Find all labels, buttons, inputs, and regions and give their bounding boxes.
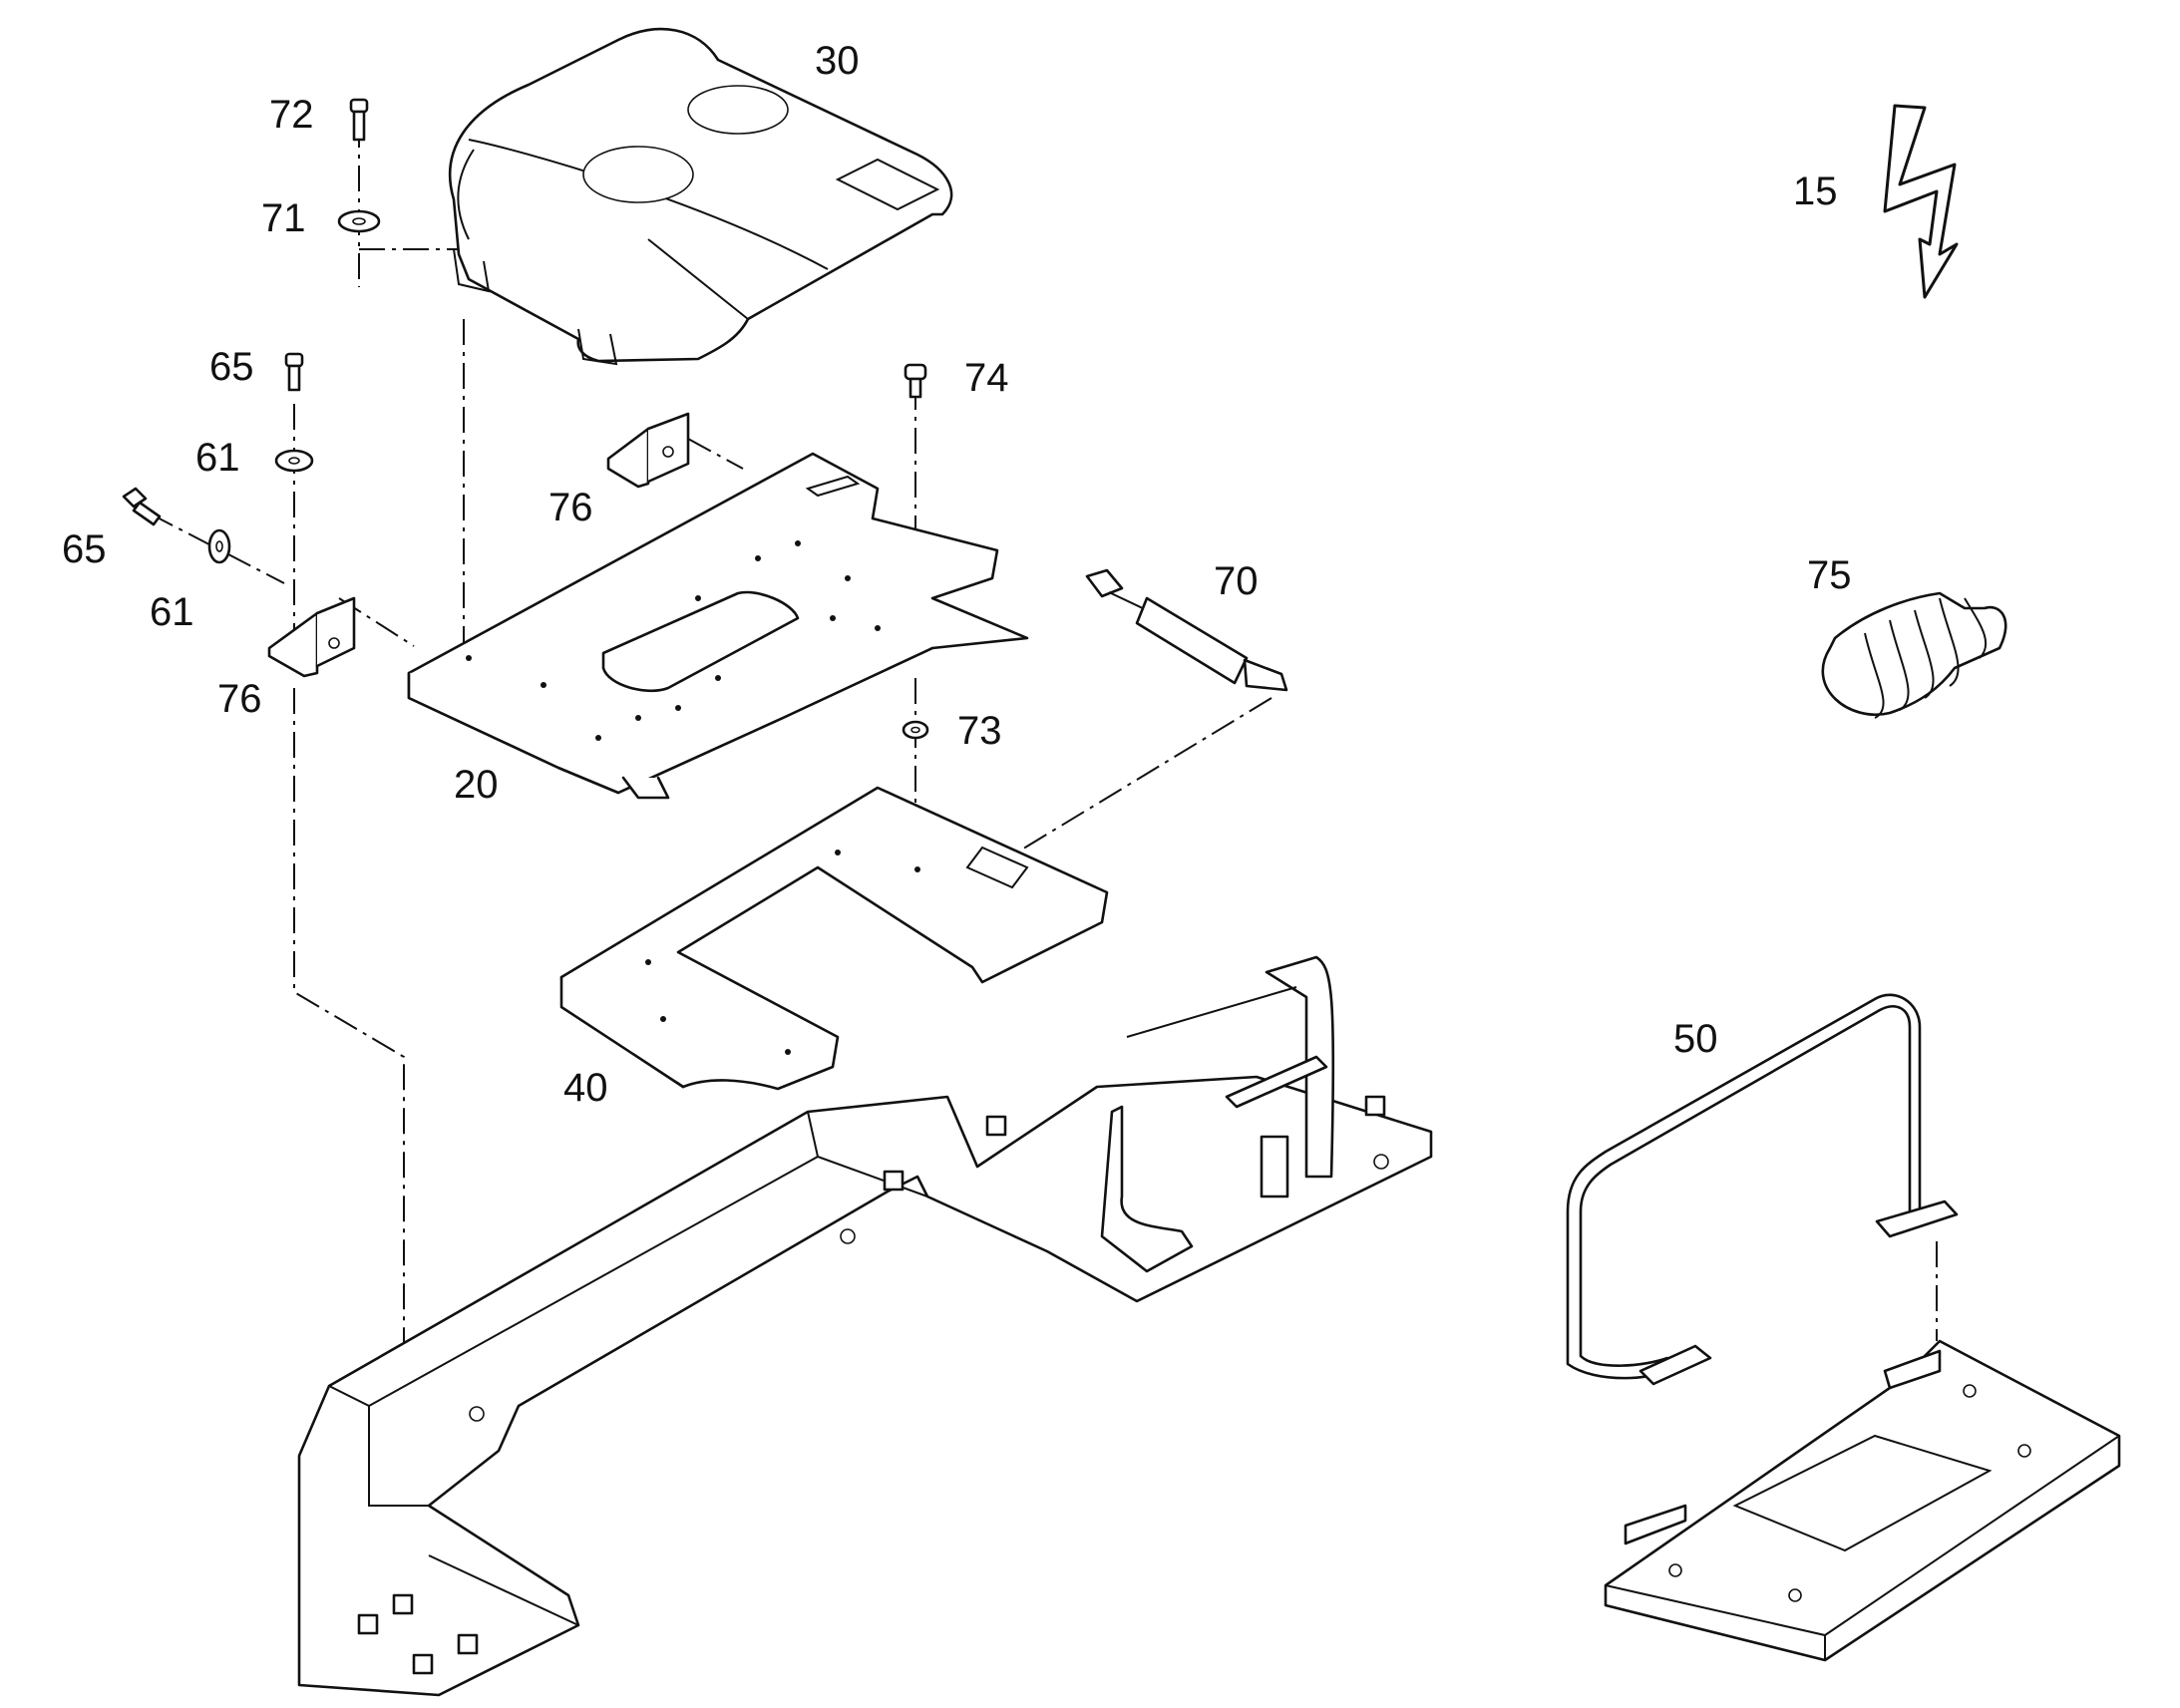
- screw-part-72: [349, 98, 369, 142]
- label-part-61-upper: 61: [195, 436, 240, 480]
- part-labels: 30 72 71 65 61 65 61 76 76 74 70 73 20 4…: [62, 39, 1852, 1110]
- label-part-70: 70: [1214, 559, 1259, 603]
- label-part-50: 50: [1673, 1017, 1718, 1061]
- washer-part-71: [337, 209, 381, 233]
- bracket-part-76-right: [606, 412, 690, 489]
- washer-part-73: [902, 720, 929, 740]
- label-part-72: 72: [269, 93, 314, 137]
- spiral-guard-part-75: [1821, 591, 2007, 719]
- label-part-71: 71: [261, 196, 306, 240]
- base-frame: [297, 955, 1433, 1697]
- mounting-plate: [1604, 1339, 2121, 1662]
- washer-part-61-side: [207, 528, 231, 564]
- bracket-part-76-left: [267, 596, 356, 678]
- lightning-bolt-icon: [1883, 104, 1959, 299]
- screw-part-65-side: [122, 487, 162, 526]
- label-part-76-right: 76: [548, 486, 593, 529]
- label-part-30: 30: [815, 39, 860, 83]
- gas-spring-part-70: [1085, 568, 1288, 692]
- label-part-65-upper: 65: [209, 345, 254, 389]
- label-part-15: 15: [1793, 170, 1838, 213]
- label-part-65-side: 65: [62, 527, 107, 571]
- frame-part-40: [559, 786, 1109, 1091]
- screw-part-74: [904, 363, 927, 399]
- label-part-74: 74: [964, 356, 1009, 400]
- screw-part-65-upper: [284, 352, 304, 392]
- seat-cover-part-30: [448, 27, 953, 366]
- label-part-40: 40: [563, 1066, 608, 1110]
- label-part-76-left: 76: [217, 677, 262, 721]
- label-part-61-side: 61: [150, 590, 194, 634]
- washer-part-61-upper: [274, 449, 314, 473]
- label-part-73: 73: [957, 709, 1002, 753]
- seat-plate-part-20: [407, 452, 1029, 800]
- label-part-20: 20: [454, 763, 499, 807]
- grab-handle-part-50: [1566, 993, 1959, 1386]
- label-part-75: 75: [1807, 553, 1852, 597]
